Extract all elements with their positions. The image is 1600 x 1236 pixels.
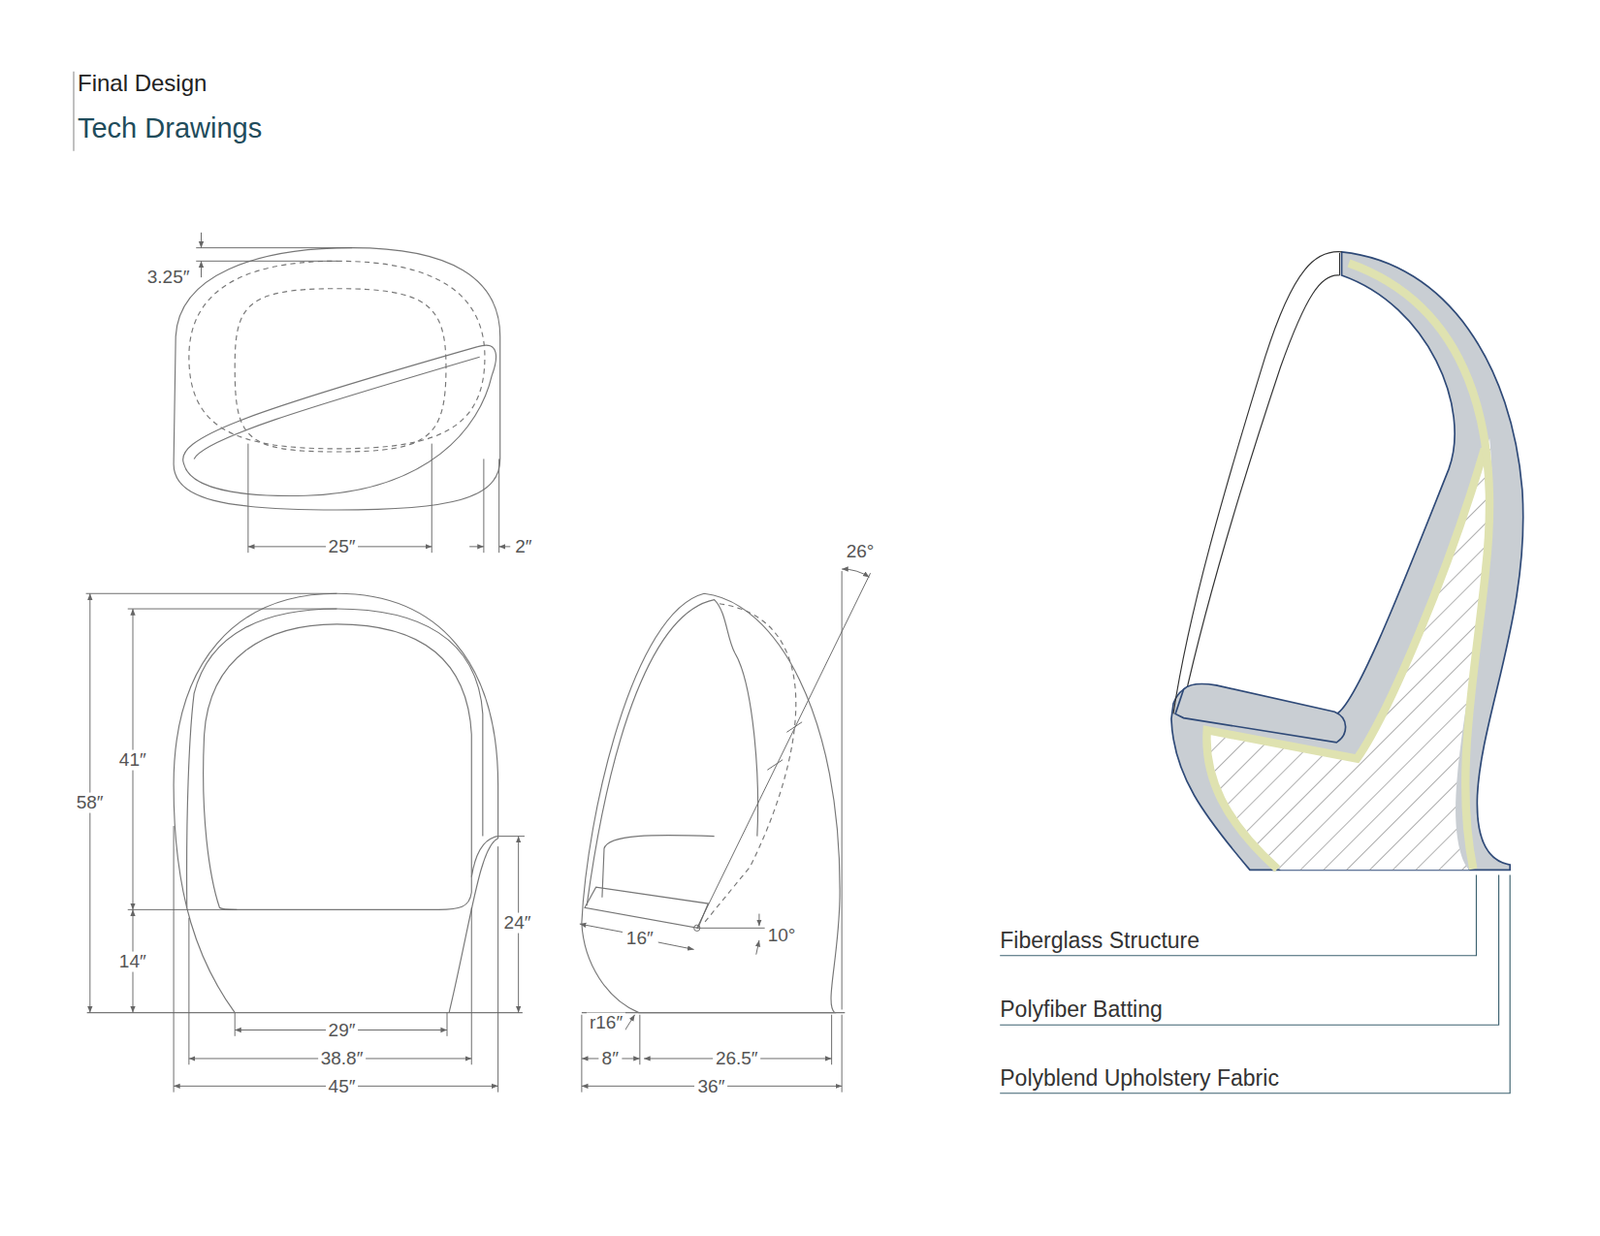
side-dimensions [579,569,871,1093]
dimension: 45″ [325,1076,359,1097]
dimension: 14″ [116,952,150,973]
angle-dimension: 26° [843,542,878,563]
dimension: 29″ [325,1020,359,1041]
layer-callout: Polyblend Upholstery Fabric [999,1066,1280,1091]
dimension: 38.8″ [318,1049,367,1070]
top-dimensions [195,232,511,553]
section-view [1171,252,1524,871]
dimension: 41″ [116,750,150,771]
subtitle: Tech Drawings [77,113,262,145]
layer-callout: Polyfiber Batting [999,997,1162,1023]
callout-leaders [999,875,1510,1094]
dimension: 16″ [623,928,657,950]
dimension: 26.5″ [712,1049,762,1070]
dimension: 58″ [73,793,107,814]
dimension: 36″ [695,1076,729,1097]
dimension: 24″ [501,913,535,934]
page-title: Final Design [77,70,207,96]
radius-dimension: r16″ [586,1013,626,1034]
dimension: 3.25″ [144,267,193,288]
front-dimensions [86,593,525,1092]
dimension: 8″ [599,1049,622,1070]
dimension: 2″ [512,537,535,558]
layer-callout: Fiberglass Structure [999,928,1200,954]
front-view [87,593,523,1013]
angle-dimension: 10° [765,926,800,947]
dimension: 25″ [325,537,359,558]
title-rule [72,71,74,152]
top-view [173,248,501,511]
side-view [581,593,845,1013]
